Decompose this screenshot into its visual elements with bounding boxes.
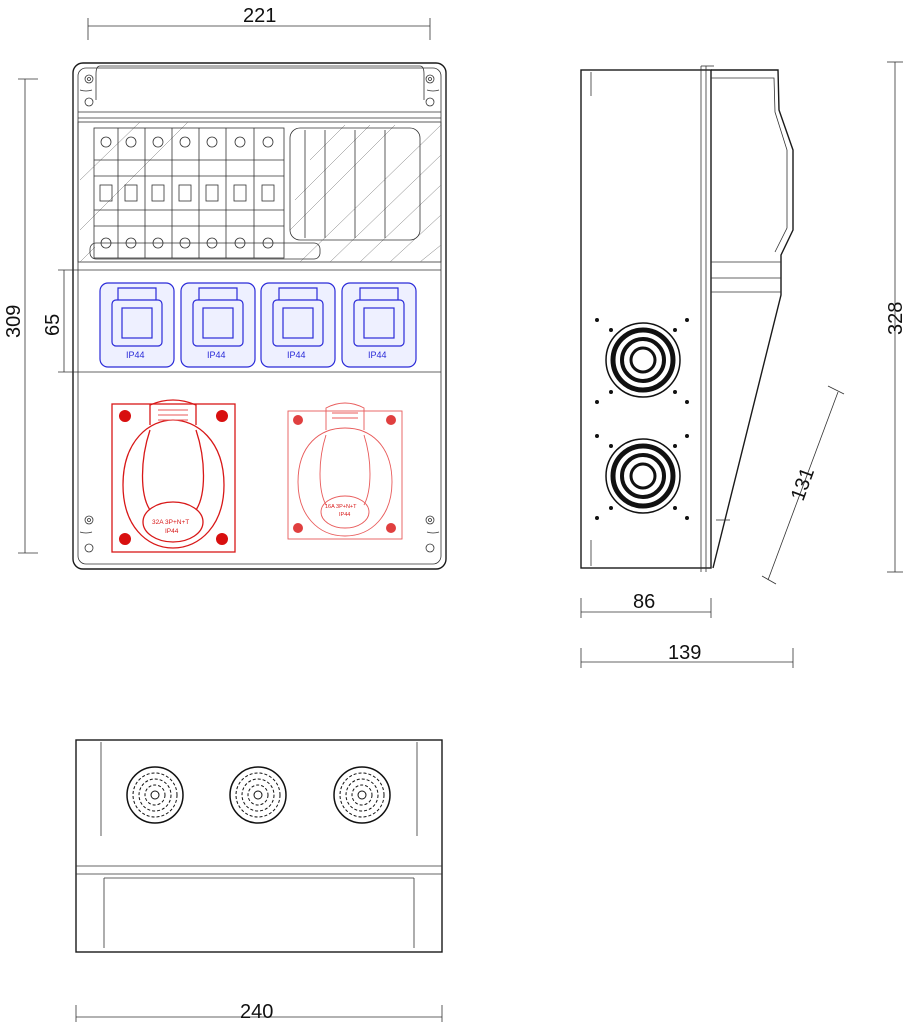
schuko-socket-3-ip: IP44: [287, 350, 306, 360]
schuko-socket-row: IP44 IP44 IP44 IP44: [99, 282, 417, 368]
schuko-socket-1-ip: IP44: [126, 350, 145, 360]
front-height-dimension: 309: [3, 78, 38, 554]
mounting-dots: [595, 318, 689, 520]
side-cable-gland-upper: [605, 322, 681, 398]
side-cable-gland-lower: [605, 438, 681, 514]
schuko-socket-3: IP44: [260, 282, 336, 368]
cee-16a-ip: IP44: [339, 512, 350, 518]
side-height-label: 328: [885, 302, 904, 335]
bottom-width-dimension: 240: [75, 1001, 443, 1023]
side-full-depth-label: 139: [668, 642, 701, 664]
front-height-label: 309: [3, 305, 25, 338]
side-height-dimension: 328: [885, 61, 904, 573]
side-depth-label: 86: [633, 591, 655, 613]
cee-32a-rating: 32A 3P+N+T: [152, 519, 189, 526]
lid-slope-label: 131: [787, 465, 819, 504]
socket-row-label: 65: [42, 314, 64, 336]
corner-screws: [79, 74, 440, 553]
front-width-dimension: 221: [87, 5, 431, 40]
cee-socket-16a: 16A 3P+N+T IP44: [287, 402, 403, 540]
schuko-socket-2: IP44: [180, 282, 256, 368]
cee-32a-ip: IP44: [165, 528, 179, 535]
bottom-view: 240: [75, 739, 443, 1023]
bottom-cable-gland-3: [333, 766, 391, 824]
schuko-socket-4: IP44: [341, 282, 417, 368]
side-view: 328 131 86 139: [580, 61, 904, 668]
bottom-cable-gland-2: [229, 766, 287, 824]
schuko-socket-1: IP44: [99, 282, 175, 368]
cee-16a-rating: 16A 3P+N+T: [325, 504, 357, 510]
bottom-width-label: 240: [240, 1001, 273, 1023]
front-view: IP44 IP44 IP44 IP44: [3, 5, 447, 570]
circuit-breakers: [93, 127, 285, 259]
side-depth-dimension: 86: [580, 591, 712, 618]
bottom-cable-gland-1: [126, 766, 184, 824]
side-full-depth-dimension: 139: [580, 642, 794, 668]
breaker-window: [77, 121, 442, 263]
front-width-label: 221: [243, 5, 276, 27]
lid-slope-dimension: 131: [761, 385, 845, 585]
schuko-socket-4-ip: IP44: [368, 350, 387, 360]
socket-row-dimension: 65: [42, 269, 78, 373]
cee-socket-32a: 32A 3P+N+T IP44: [111, 399, 236, 553]
schuko-socket-2-ip: IP44: [207, 350, 226, 360]
